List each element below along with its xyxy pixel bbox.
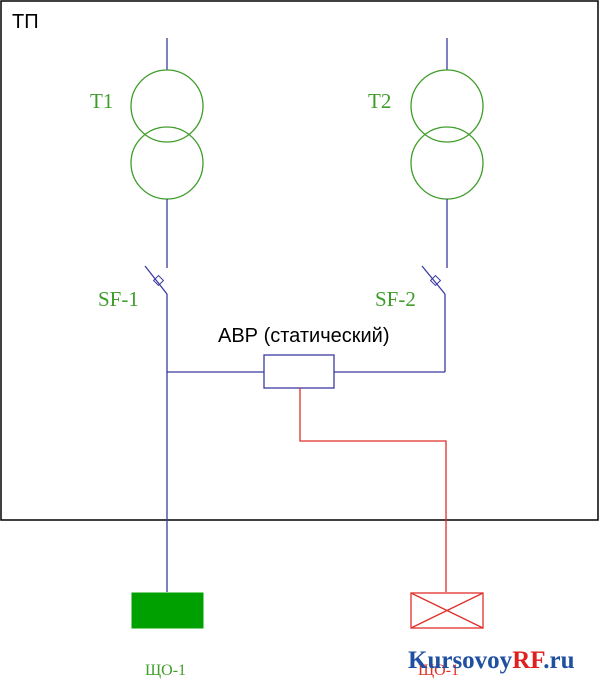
avr-block	[263, 354, 335, 389]
t2-secondary-winding	[410, 126, 484, 200]
watermark: KursovoyRF.ru	[408, 647, 575, 674]
panel-1	[131, 592, 204, 629]
t1-primary-winding	[130, 69, 204, 143]
sf1-contact	[144, 265, 168, 295]
breaker-2-label: SF-2	[375, 287, 416, 311]
sf2-contact	[421, 265, 446, 295]
watermark-part-2: RF	[512, 647, 545, 674]
panel-2-label: ЩО-1	[418, 662, 459, 679]
t2-primary-winding	[410, 69, 484, 143]
t1-secondary-winding	[130, 126, 204, 200]
substation-frame	[0, 0, 599, 521]
watermark-part-1: Kursovoy	[408, 647, 513, 674]
panel-2-cross-b	[410, 592, 484, 629]
avr-label: АВР (статический)	[218, 325, 389, 347]
substation-label: ТП	[12, 11, 39, 33]
sf1-latch	[152, 274, 165, 287]
transformer-1-label: T1	[90, 89, 113, 113]
sf2-latch	[429, 274, 442, 287]
avr-control-line	[299, 388, 447, 592]
breaker-1-label: SF-1	[98, 287, 139, 311]
transformer-2-label: T2	[368, 89, 391, 113]
panel-1-label: ЩО-1	[145, 662, 186, 679]
watermark-part-3: .ru	[543, 647, 574, 674]
